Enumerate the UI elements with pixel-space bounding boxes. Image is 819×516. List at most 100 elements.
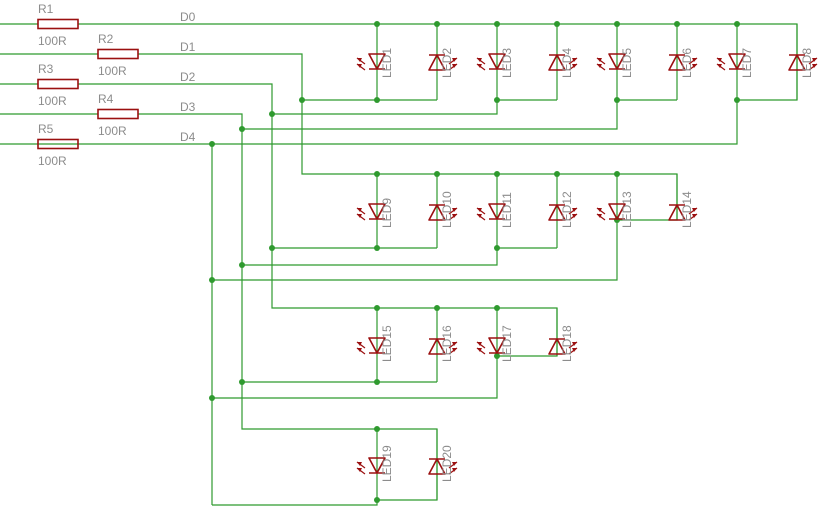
led-15: LED15	[356, 325, 394, 362]
led-label: LED14	[680, 191, 694, 228]
junction	[674, 21, 680, 27]
led-14: LED14	[668, 191, 698, 228]
led-arrow-head	[572, 348, 577, 352]
led-arrow-head	[597, 214, 602, 218]
led-arrow-head	[717, 58, 722, 62]
led-symbol	[788, 54, 806, 71]
led-arrow-head	[477, 348, 482, 352]
led-arrow-head	[357, 208, 362, 212]
junction	[614, 171, 620, 177]
junction	[374, 497, 380, 503]
resistor-r3-value: 100R	[38, 94, 67, 108]
led-arrow-head	[572, 214, 577, 218]
led-arrow-head	[692, 214, 697, 218]
led-symbol	[548, 204, 566, 221]
led-6: LED6	[668, 48, 698, 78]
junction	[209, 395, 215, 401]
led-20: LED20	[428, 445, 458, 482]
resistor-r4-value: 100R	[98, 124, 127, 138]
led-arrow-head	[357, 462, 362, 466]
junction	[239, 262, 245, 268]
junction	[374, 305, 380, 311]
pair-13-14-wires	[212, 174, 678, 281]
pair-19-20-wires	[212, 429, 438, 506]
resistor-r1-body	[37, 18, 79, 30]
led-10: LED10	[428, 191, 458, 228]
led-16: LED16	[428, 325, 458, 362]
pair-1-2-wires	[302, 24, 438, 101]
net-label-d3: D3	[180, 100, 196, 114]
led-7: LED7	[716, 48, 754, 78]
junction	[494, 353, 500, 359]
resistor-r3-body	[37, 78, 79, 90]
led-arrow-head	[357, 348, 362, 352]
led-arrow-head	[572, 208, 577, 212]
led-symbol	[668, 204, 686, 221]
junction	[239, 126, 245, 132]
led-arrow-head	[597, 64, 602, 68]
led-label: LED6	[680, 48, 694, 78]
junction	[374, 171, 380, 177]
pair-5-6-wires	[242, 24, 678, 130]
led-arrow-head	[692, 208, 697, 212]
pair-9-10-wires	[272, 174, 438, 249]
resistor-r5: R5 100R	[37, 122, 79, 168]
junction	[269, 245, 275, 251]
led-label: LED2	[440, 48, 454, 78]
junction	[494, 97, 500, 103]
junction	[434, 171, 440, 177]
resistor-r1-name: R1	[38, 2, 54, 16]
junction	[494, 171, 500, 177]
resistor-r1: R1 100R	[37, 2, 79, 48]
junction	[239, 379, 245, 385]
led-arrow-head	[452, 208, 457, 212]
net-label-d2: D2	[180, 70, 196, 84]
led-arrow-head	[717, 64, 722, 68]
led-label: LED3	[500, 48, 514, 78]
wire-d1-in	[0, 53, 678, 221]
junction	[734, 97, 740, 103]
junction	[494, 305, 500, 311]
led-arrow-head	[452, 58, 457, 62]
led-arrow-head	[452, 468, 457, 472]
led-arrow-head	[692, 58, 697, 62]
led-symbol	[368, 203, 386, 220]
led-19: LED19	[356, 445, 394, 482]
led-label: LED18	[560, 325, 574, 362]
junction	[209, 277, 215, 283]
led-arrow-head	[812, 64, 817, 68]
led-arrow-head	[477, 58, 482, 62]
junction	[374, 97, 380, 103]
led-11: LED11	[476, 192, 514, 228]
junction	[434, 305, 440, 311]
led-label: LED8	[800, 48, 814, 78]
led-arrow-head	[692, 64, 697, 68]
junction	[299, 97, 305, 103]
led-label: LED12	[560, 191, 574, 228]
led-symbol	[368, 457, 386, 474]
led-symbol	[488, 337, 506, 354]
led-8: LED8	[788, 48, 818, 78]
junction	[614, 97, 620, 103]
led-17: LED17	[476, 325, 514, 362]
net-label-d4: D4	[180, 130, 196, 144]
led-13: LED13	[596, 191, 634, 228]
led-arrow-head	[477, 64, 482, 68]
led-symbol	[608, 203, 626, 220]
led-label: LED9	[380, 198, 394, 228]
resistor-r2-name: R2	[98, 32, 114, 46]
led-arrow-head	[357, 342, 362, 346]
led-symbol	[368, 337, 386, 354]
junction	[269, 111, 275, 117]
wire-d3-in	[0, 113, 438, 501]
resistor-r3-name: R3	[38, 62, 54, 76]
led-symbol	[428, 338, 446, 355]
led-label: LED15	[380, 325, 394, 362]
junction	[374, 21, 380, 27]
led-arrow-head	[477, 342, 482, 346]
led-arrow-head	[357, 214, 362, 218]
net-label-d1: D1	[180, 40, 196, 54]
led-symbol	[428, 458, 446, 475]
led-3: LED3	[476, 48, 514, 78]
